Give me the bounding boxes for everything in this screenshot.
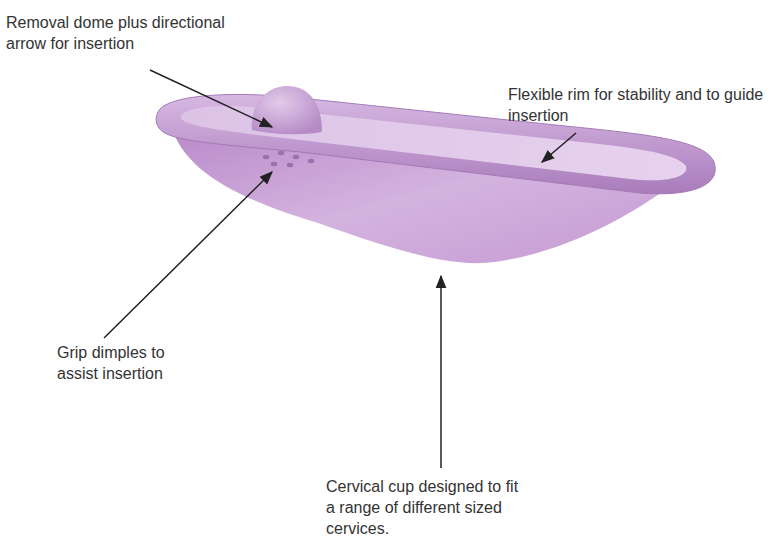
callout-label: Flexible rim for stability and to guide …: [508, 84, 770, 126]
leader-arrow: [542, 133, 576, 162]
removal-dome: [252, 86, 322, 134]
callout-label: Removal dome plus directional arrow for …: [6, 12, 258, 54]
grip-dimples: [263, 151, 314, 167]
callout-label: Grip dimples to assist insertion: [57, 342, 195, 384]
callout-label: Cervical cup designed to fit a range of …: [326, 476, 526, 539]
leader-arrow: [104, 172, 272, 338]
leader-arrow: [150, 70, 272, 127]
leader-arrow: [440, 276, 442, 468]
flexible-rim: [156, 94, 715, 193]
